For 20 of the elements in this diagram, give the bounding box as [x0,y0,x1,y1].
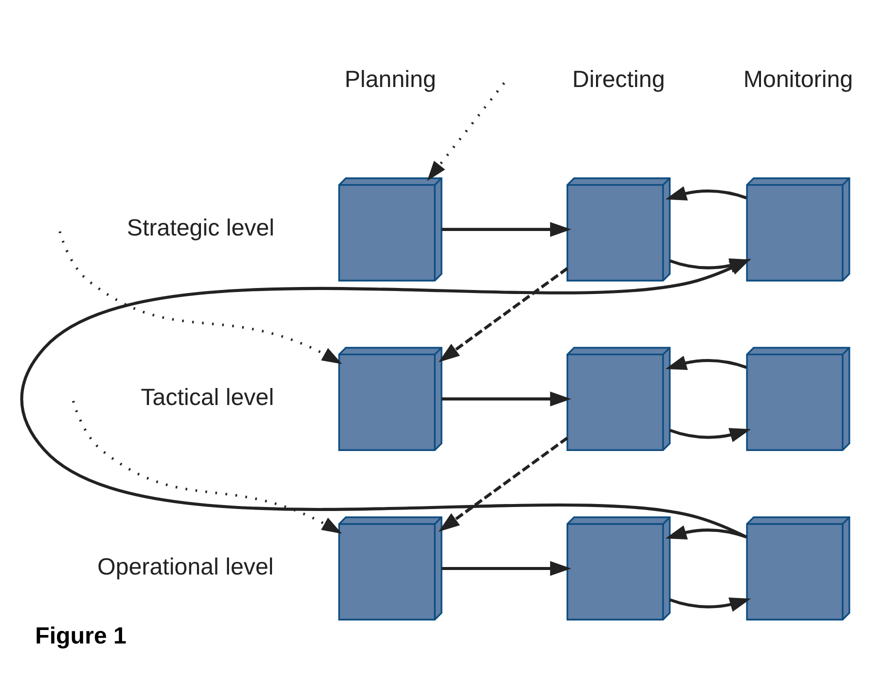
arrow [664,356,746,370]
arrow [441,222,571,237]
arrow [441,561,571,576]
arrow [441,392,571,406]
label: Monitoring [742,66,852,92]
arrow [664,186,746,201]
arrow [426,82,505,181]
label: Planning [344,66,436,92]
caption: Figure 1 [34,622,126,648]
label: Strategic level [126,214,274,241]
arrow [664,525,746,540]
arrow [668,597,750,612]
arrow [438,267,568,362]
arrow [58,231,342,364]
arrow [72,400,342,534]
label: Operational level [96,554,274,580]
arrow [668,428,750,442]
arrow [438,436,568,532]
label: Tactical level [140,384,274,410]
label: Directing [572,66,664,92]
